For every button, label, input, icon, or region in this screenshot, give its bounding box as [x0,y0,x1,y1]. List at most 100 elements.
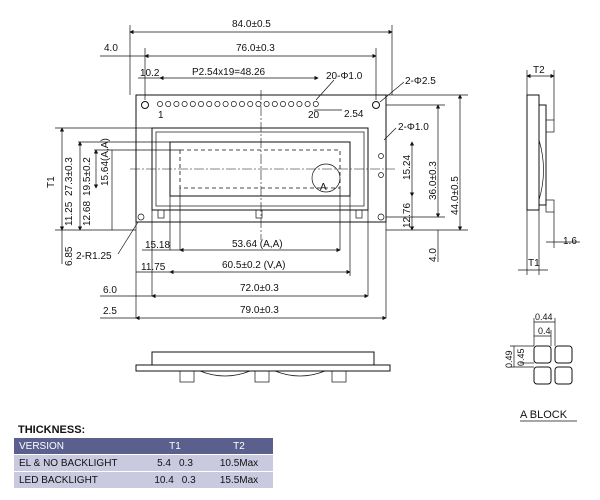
pin-first-label: 1 [158,110,164,121]
pin-hole [214,101,221,107]
a-block-d2: 0.4 [538,326,551,336]
dim-pin-pitch: P2.54x19=48.26 [192,67,266,78]
a-block-d3: 0.49 [504,350,514,368]
detail-circle [311,163,341,193]
thickness-title: THICKNESS: [18,424,86,436]
dim-view-height: 15.24 [402,155,413,180]
pin-hole [181,101,188,107]
detail-mark: A [320,182,327,193]
a-block-title: A BLOCK [520,409,568,421]
side-pin-len: 1.6 [563,236,577,247]
header-t1: T1 [145,438,205,455]
dim-hole-pitch-width: 76.0±0.3 [236,43,275,54]
bottom-curve-2 [274,370,326,377]
side-hole-bottom [378,172,384,178]
dim-bezel-width: 72.0±0.3 [240,283,279,294]
bottom-curve [199,370,251,377]
dim-aa-width: 53.64 (A,A) [232,239,283,250]
pin-hole [296,101,303,107]
bottom-tab-left [157,209,165,219]
a-block-cell-tr [554,345,573,364]
dim-mount-holes: 2-Φ2.5 [405,76,436,87]
side-body [526,94,540,211]
corner-hole-bl [137,213,145,221]
row-version: EL & NO BACKLIGHT [14,454,145,472]
a-block-d4: 0.45 [516,348,526,366]
pin-hole [173,101,180,107]
dim-pcb-width: 79.0±0.3 [240,305,279,316]
pin-hole [206,101,213,107]
pin-hole [222,101,229,107]
dim-left-top: T1 [46,176,57,188]
dim-left-11: 11.25 [64,201,75,226]
bottom-pcb [135,364,391,372]
dim-pcb-offset: 2.5 [103,306,117,317]
dim-aa-offset: 15.18 [145,240,170,251]
pin-hole [280,101,286,107]
dim-left-offset-top: 4.0 [104,43,118,54]
bottom-view [135,351,391,383]
row-version: LED BACKLIGHT [14,471,145,489]
dim-bottom-right-offset: 4.0 [428,248,439,262]
pin-header [157,101,319,107]
side-pin-top [545,119,555,133]
dim-va-width: 60.5±0.2 (V,A) [222,260,286,271]
bottom-bezel [151,351,375,366]
dim-corner-radius: 2-R1.25 [76,251,112,262]
a-block-cell-tl [533,345,552,364]
dim-overall-height: 44.0±0.5 [450,176,461,215]
header-t2: T2 [205,438,273,455]
dim-pin-offset: 10.2 [140,68,160,79]
side-curve [538,139,544,201]
side-pin-bottom [545,199,555,213]
dim-left-height-c: 15.64(A,A) [100,138,111,186]
dim-bezel-offset: 6.0 [103,285,117,296]
pin-hole [165,101,172,107]
bottom-tab-mid [255,209,263,219]
pin-last-label: 20 [308,110,320,121]
a-block: 0.44 0.4 0.49 0.45 A BLOCK [504,312,577,422]
dim-va-offset: 11.75 [141,262,166,273]
dim-left-height-a: 27.3±0.3 [64,157,75,196]
pin-hole [255,101,262,107]
side-view: T2 T1 1.6 [518,65,580,275]
dim-pin-spacing: 2.54 [344,109,364,120]
a-block-cell-bl [533,366,552,385]
dim-pin-holes: 20-Φ1.0 [326,71,363,82]
a-block-d1: 0.44 [535,312,553,322]
row-t2: 10.5Max [205,454,273,472]
bottom-foot-left [179,370,195,383]
row-t1-b: 0.3 [181,474,196,486]
dim-right-lower: 12.76 [402,203,413,228]
dim-overall-width: 84.0±0.5 [232,19,271,30]
bottom-tab-right [355,209,363,219]
pin-hole [198,101,204,107]
pin-hole [263,101,270,107]
dim-small-holes: 2-Φ1.0 [398,122,429,133]
pin-hole [288,101,295,107]
dim-left-bottom: 6.85 [64,246,75,266]
pin-hole [312,101,319,107]
row-t1-b: 0.3 [179,457,193,469]
pin-hole [271,101,278,107]
bottom-foot-right [331,370,347,383]
pin-hole [157,101,163,107]
side-pcb [538,104,547,206]
dim-left-12: 12.68 [82,201,93,226]
header-version: VERSION [14,438,145,455]
side-t1: T1 [528,258,540,269]
front-view: A 84.0±0.5 76.0±0.3 4.0 10.2 P2.54x19=48… [46,19,468,321]
pin-hole [230,101,237,107]
pin-hole [239,101,245,107]
dim-left-height-b: 19.5±0.2 [82,157,93,196]
mount-hole-left [141,101,149,109]
a-block-cell-br [554,366,573,385]
mount-hole-right [372,101,380,109]
dim-hole-pitch-height: 36.0±0.3 [428,161,439,200]
